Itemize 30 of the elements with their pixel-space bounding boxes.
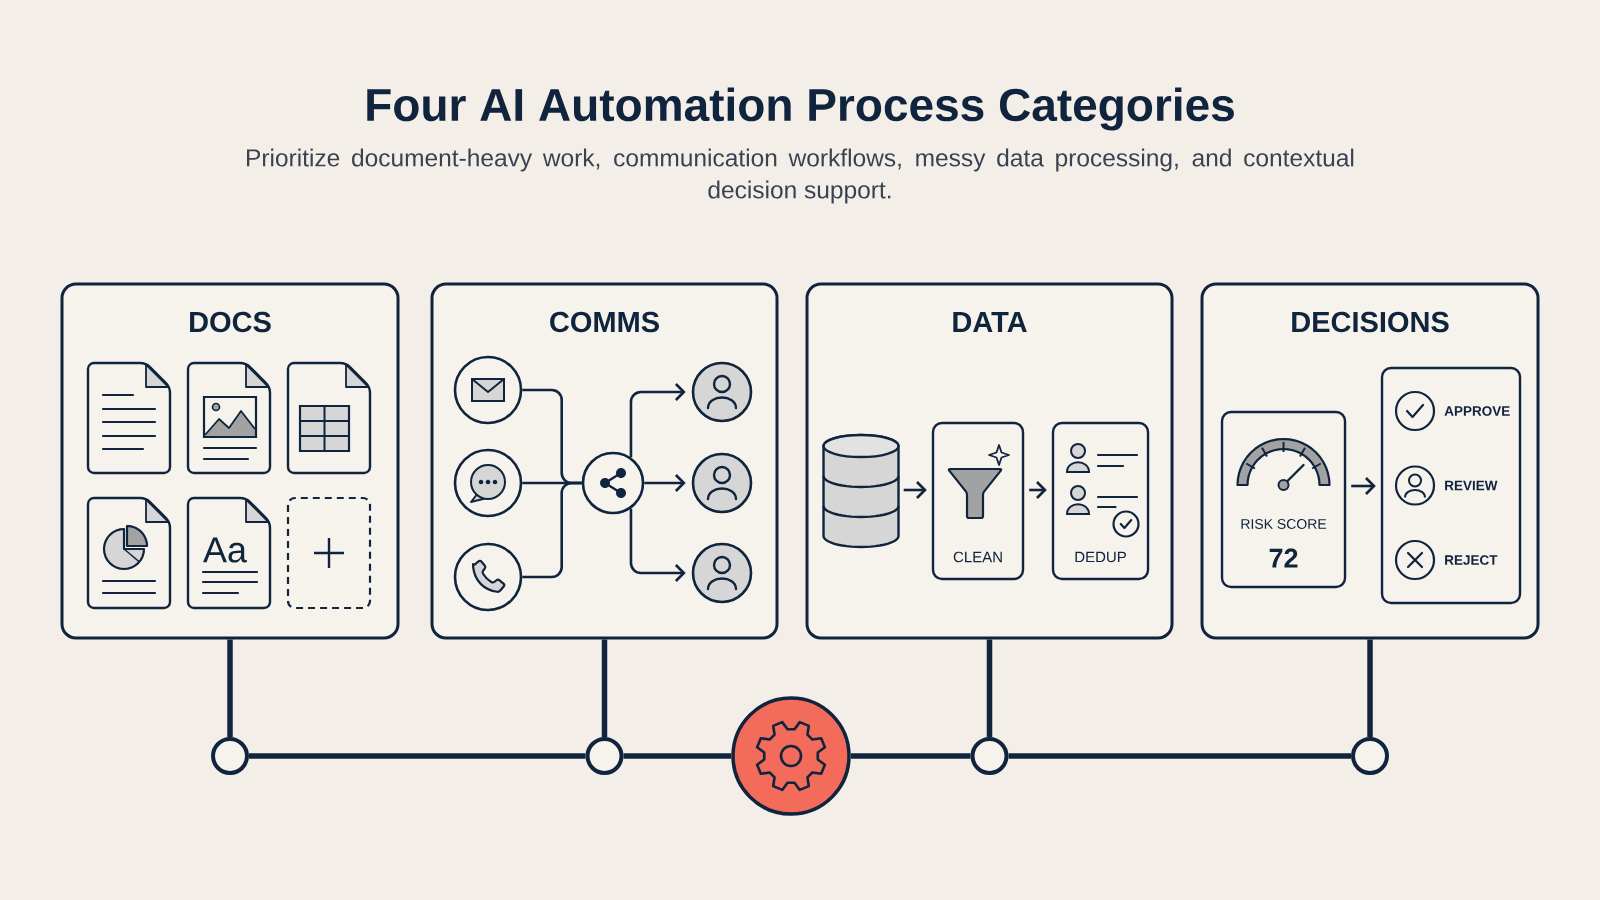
subtitle: Prioritize document-heavy work, communication workflows, messy data processing, and contextual decision support.: [247, 148, 1354, 204]
arrow: [629, 508, 686, 582]
chat-bubble-icon: [453, 448, 523, 518]
connector-line: [850, 753, 971, 759]
connector-line: [227, 639, 233, 737]
connector-line: [1367, 639, 1373, 737]
option-label: REJECT: [1445, 555, 1498, 565]
share-icon: [581, 451, 645, 515]
person-icon: [691, 542, 753, 604]
database-icon: [822, 433, 900, 549]
arrow: [629, 383, 686, 458]
arrow: [644, 474, 686, 492]
connector-line: [623, 753, 732, 759]
title: Four AI Automation Process Categories: [367, 87, 1234, 131]
font-sample: Aa: [203, 537, 247, 563]
person-icon: [691, 361, 753, 423]
arrow: [903, 481, 927, 499]
connector-line: [522, 481, 582, 579]
person-icon: [691, 452, 753, 514]
option-label: APPROVE: [1444, 406, 1510, 416]
option-label: REVIEW: [1445, 480, 1498, 491]
connector-line: [986, 639, 993, 737]
score-card: RISK SCORE 72: [1220, 410, 1347, 589]
arrow: [1351, 477, 1376, 495]
envelope-icon: [453, 355, 523, 425]
connector-line: [249, 753, 586, 759]
connector-line: [1008, 753, 1351, 759]
phone-icon: [453, 542, 523, 612]
gear-icon: [731, 696, 851, 816]
connector-line: [601, 639, 608, 737]
